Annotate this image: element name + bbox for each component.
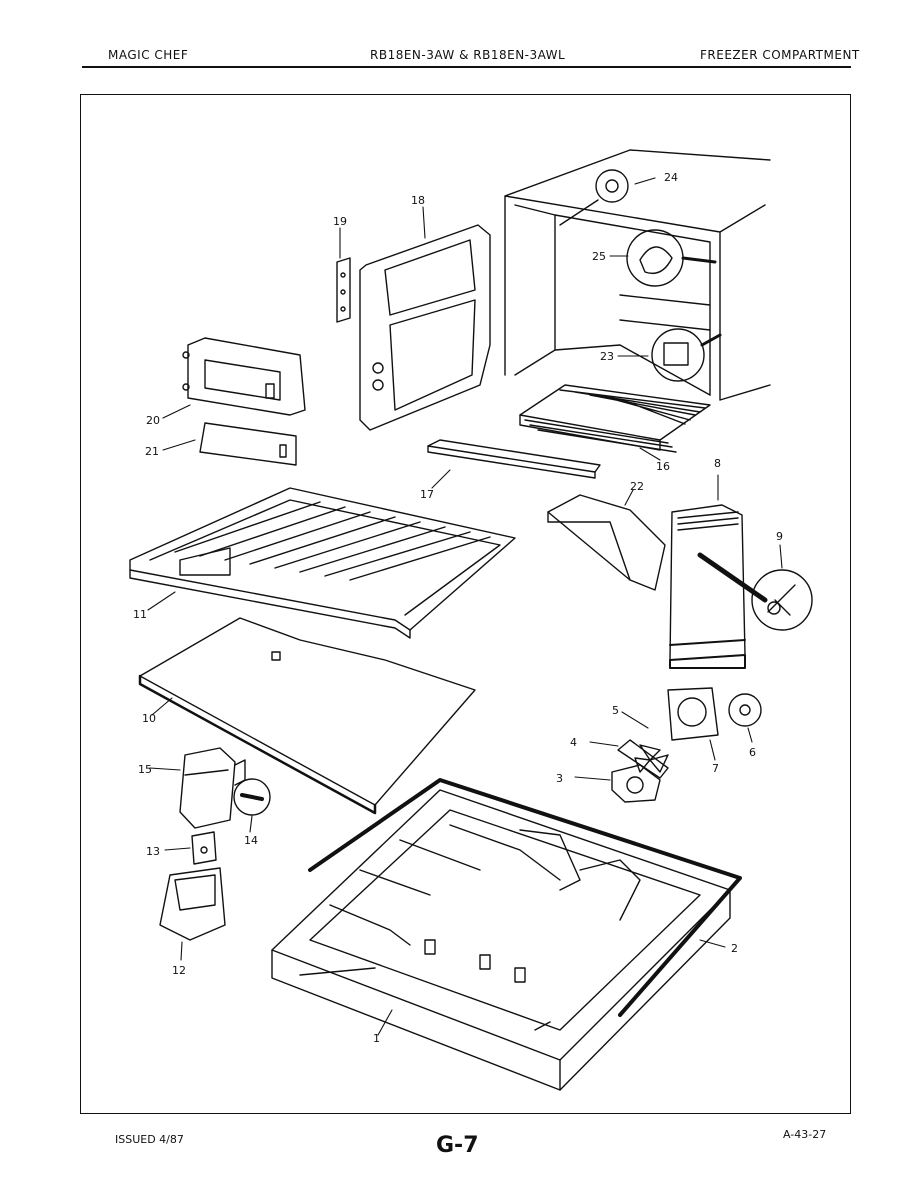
header-rule bbox=[82, 66, 851, 68]
wire-shelf-16 bbox=[519, 384, 711, 453]
clip-13 bbox=[191, 831, 217, 865]
callout-12: 12 bbox=[172, 964, 186, 977]
light-socket-24 bbox=[559, 169, 629, 226]
label-plate-21 bbox=[199, 422, 297, 466]
gasket-2 bbox=[308, 778, 742, 1017]
callout-9: 9 bbox=[776, 530, 783, 543]
thermostat-23 bbox=[651, 328, 722, 382]
evaporator-cover-8 bbox=[669, 504, 768, 669]
header-section: FREEZER COMPARTMENT bbox=[700, 48, 860, 62]
insulation-pad-10 bbox=[138, 617, 476, 815]
fan-blade-5 bbox=[634, 744, 669, 773]
callout-5: 5 bbox=[612, 704, 619, 717]
callout-14: 14 bbox=[244, 834, 258, 847]
footer-doc-code: A-43-27 bbox=[783, 1128, 827, 1141]
callout-23: 23 bbox=[600, 350, 614, 363]
diagram-frame bbox=[80, 94, 851, 1114]
fan-shroud-7 bbox=[667, 687, 719, 741]
light-bulb-25 bbox=[626, 229, 717, 287]
header-brand: MAGIC CHEF bbox=[108, 48, 189, 62]
header-models: RB18EN-3AW & RB18EN-3AWL bbox=[370, 48, 566, 62]
hinge-19 bbox=[336, 257, 351, 323]
leader-lines bbox=[147, 177, 783, 1036]
door-panel-18 bbox=[359, 224, 491, 431]
callout-16: 16 bbox=[656, 460, 670, 473]
socket-detail-9 bbox=[751, 569, 813, 631]
callout-8: 8 bbox=[714, 457, 721, 470]
drip-tray-11 bbox=[129, 487, 516, 639]
callout-6: 6 bbox=[749, 746, 756, 759]
callout-24: 24 bbox=[664, 171, 678, 184]
callout-18: 18 bbox=[411, 194, 425, 207]
callout-2: 2 bbox=[731, 942, 738, 955]
callout-17: 17 bbox=[420, 488, 434, 501]
callout-11: 11 bbox=[133, 608, 147, 621]
callout-1: 1 bbox=[373, 1032, 380, 1045]
dial-cover-20 bbox=[182, 337, 306, 416]
callout-7: 7 bbox=[712, 762, 719, 775]
callout-3: 3 bbox=[556, 772, 563, 785]
callout-22: 22 bbox=[630, 480, 644, 493]
base-pan-1 bbox=[271, 789, 731, 1091]
callout-21: 21 bbox=[145, 445, 159, 458]
callout-15: 15 bbox=[138, 763, 152, 776]
callout-4: 4 bbox=[570, 736, 577, 749]
freezer-liner bbox=[504, 149, 771, 401]
callout-25: 25 bbox=[592, 250, 606, 263]
callout-10: 10 bbox=[142, 712, 156, 725]
fan-motor-3 bbox=[611, 764, 661, 803]
callout-13: 13 bbox=[146, 845, 160, 858]
footer-issued-date: ISSUED 4/87 bbox=[115, 1133, 184, 1146]
seal-14 bbox=[233, 778, 271, 816]
footer-page-number: G-7 bbox=[436, 1133, 479, 1158]
shelf-rail-17 bbox=[427, 439, 601, 479]
ice-bucket-12 bbox=[159, 867, 226, 941]
ice-chute-15 bbox=[179, 747, 246, 829]
callout-19: 19 bbox=[333, 215, 347, 228]
air-duct-22 bbox=[547, 494, 666, 591]
grommet-6 bbox=[728, 693, 762, 727]
callout-20: 20 bbox=[146, 414, 160, 427]
